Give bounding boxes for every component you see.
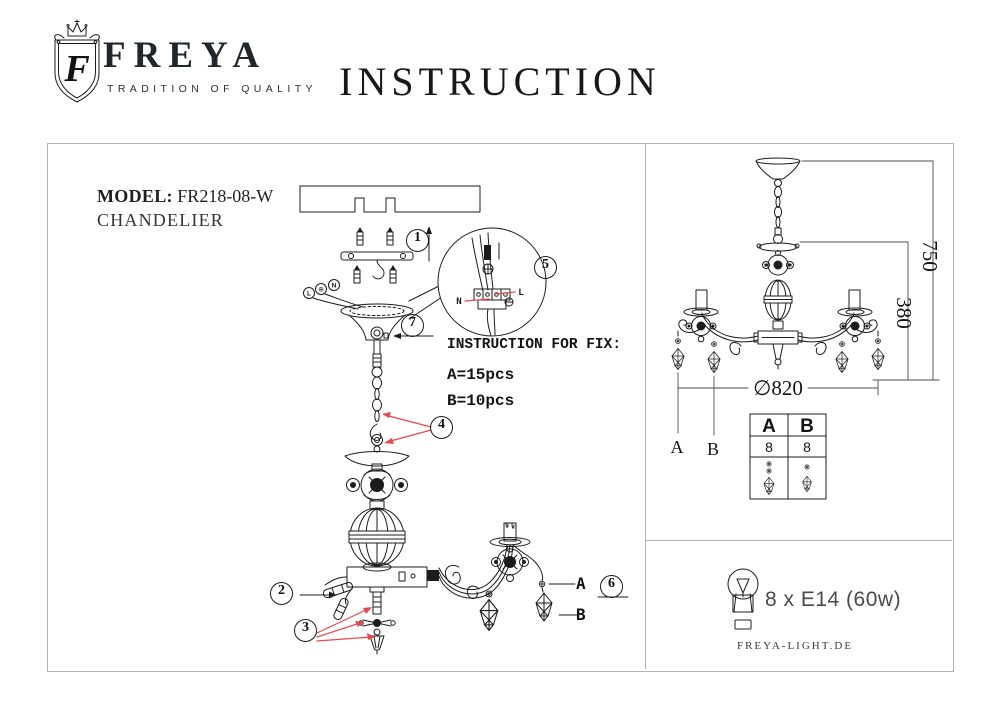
detail-l-label: L [518, 288, 524, 298]
bulb-icon [727, 568, 759, 630]
dim-height-body: 380 [892, 297, 916, 329]
step2-arrow [299, 591, 337, 599]
brand-name: FREYA [103, 35, 268, 76]
dimension-lines [677, 160, 940, 436]
table-header-b: B [800, 416, 814, 437]
dim-height-total: 750 [918, 240, 942, 272]
wall-anchor-screws [353, 226, 397, 284]
detail-n-label: N [456, 297, 461, 307]
step3-arrows [316, 607, 375, 642]
pendant-b-label: B [707, 439, 719, 459]
product-type: CHANDELIER [97, 210, 224, 230]
dim-diameter: ∅820 [753, 376, 803, 400]
table-count-a: 8 [765, 439, 773, 455]
page-title: INSTRUCTION [339, 59, 661, 104]
wire-l-label: L [307, 290, 311, 297]
overview-arm-right [798, 290, 884, 373]
parts-table: A B 8 8 [749, 413, 827, 500]
callout-3: 3 [294, 619, 317, 642]
wire-ground-label: ⊕ [318, 286, 324, 293]
overview-arm-left [671, 289, 759, 373]
brand-tagline: TRADITION OF QUALITY [107, 83, 317, 95]
step4-arrows [382, 412, 432, 444]
ornate-ball [346, 463, 408, 502]
crown-icon [54, 19, 100, 41]
ceiling-hatch [299, 185, 481, 213]
part-b-label: B [576, 605, 586, 624]
vase-body [348, 500, 406, 572]
arm-candle [489, 522, 531, 582]
wire-terminal-labels: L ⊕ N [303, 279, 340, 299]
chandelier-arm [427, 544, 544, 600]
overview-diagram: 750 380 ∅820 A B A B 8 8 [671, 157, 942, 630]
table-icon-b [802, 464, 812, 492]
model-value: FR218-08-W [177, 186, 274, 206]
part-a-label: A [576, 574, 586, 593]
table-header-a: A [762, 416, 776, 437]
freya-shield-logo-icon: F [54, 19, 100, 103]
bulb-spec: 8 x E14 (60w) [765, 588, 902, 611]
table-icon-a [763, 461, 775, 495]
panel-divider-vertical [645, 144, 646, 669]
panel-divider-horizontal [646, 540, 952, 541]
step1-arrow [426, 226, 432, 262]
wiring-detail-circle: N L [437, 227, 547, 337]
pendant-a-label: A [671, 437, 684, 457]
bottom-finial-parts [358, 586, 396, 655]
model-label: MODEL: [97, 186, 173, 206]
fix-count-a: A=15pcs [447, 366, 514, 384]
callout-5: 5 [534, 256, 557, 279]
overview-column [753, 157, 803, 370]
bobeche-plate [344, 434, 410, 467]
callout-1: 1 [406, 229, 429, 252]
content-frame [47, 143, 954, 672]
crystal-pendants [479, 580, 553, 631]
shield-outline [54, 39, 100, 103]
hanging-chain [369, 353, 383, 441]
callout-2: 2 [270, 582, 293, 605]
fix-title: INSTRUCTION FOR FIX: [447, 337, 621, 353]
mounting-bracket [340, 251, 414, 280]
canopy [312, 293, 414, 355]
callout-6: 6 [600, 575, 623, 598]
logo-letter: F [63, 48, 89, 90]
assembly-diagram: L ⊕ N [299, 185, 629, 655]
callout-4: 4 [430, 416, 453, 439]
callout-7: 7 [401, 314, 424, 337]
table-count-b: 8 [803, 439, 811, 455]
model-line: MODEL: FR218-08-W [97, 186, 273, 208]
wire-n-label: N [332, 282, 337, 289]
fix-count-b: B=10pcs [447, 392, 514, 410]
website: FREYA-LIGHT.DE [736, 640, 854, 652]
